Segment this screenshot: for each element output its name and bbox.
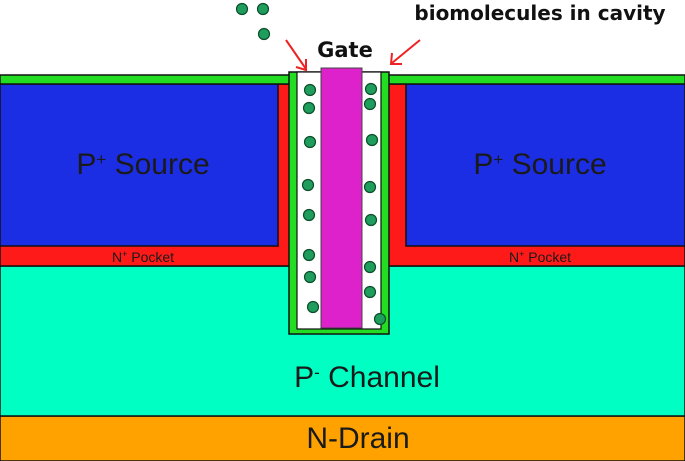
- pocket-left-label: N+ Pocket: [112, 249, 174, 265]
- biomolecule: [364, 82, 378, 96]
- biomolecule: [303, 83, 317, 97]
- biomolecule: [363, 260, 377, 274]
- biomolecule: [303, 135, 317, 149]
- arrow-right-head: [389, 52, 402, 65]
- biomolecule: [306, 300, 320, 314]
- arrow-left-head: [295, 59, 307, 72]
- source-left-label: P+ Source: [76, 148, 209, 181]
- biomolecule: [363, 180, 377, 194]
- source-right: [405, 83, 685, 247]
- arrow-left: [285, 39, 307, 70]
- drain-label: N-Drain: [306, 422, 409, 455]
- biomolecules: [235, 2, 387, 326]
- biomolecule: [301, 178, 315, 192]
- biomolecule: [302, 101, 316, 115]
- oxide-top-left: [0, 74, 297, 85]
- biomolecule: [235, 2, 249, 16]
- biomolecule: [364, 213, 378, 227]
- annotation-arrows: [285, 39, 421, 72]
- gate-electrode: [320, 67, 363, 329]
- biomolecule: [373, 312, 387, 326]
- source-right-label: P+ Source: [473, 148, 606, 181]
- oxide-top-right: [386, 74, 685, 85]
- biomolecule: [256, 2, 270, 16]
- pocket-right-label: N+ Pocket: [509, 249, 571, 265]
- biomolecule: [363, 285, 377, 299]
- biomolecule: [302, 248, 316, 262]
- biomolecule: [302, 208, 316, 222]
- biomolecule: [303, 270, 317, 284]
- biomolecule: [257, 27, 271, 41]
- channel-label: P- Channel: [294, 361, 440, 394]
- source-left: [0, 83, 279, 247]
- gate-label: Gate: [317, 38, 373, 62]
- biomolecule: [365, 133, 379, 147]
- arrow-right: [391, 39, 421, 64]
- annotation-label: biomolecules in cavity: [414, 1, 665, 25]
- biomolecule: [363, 97, 377, 111]
